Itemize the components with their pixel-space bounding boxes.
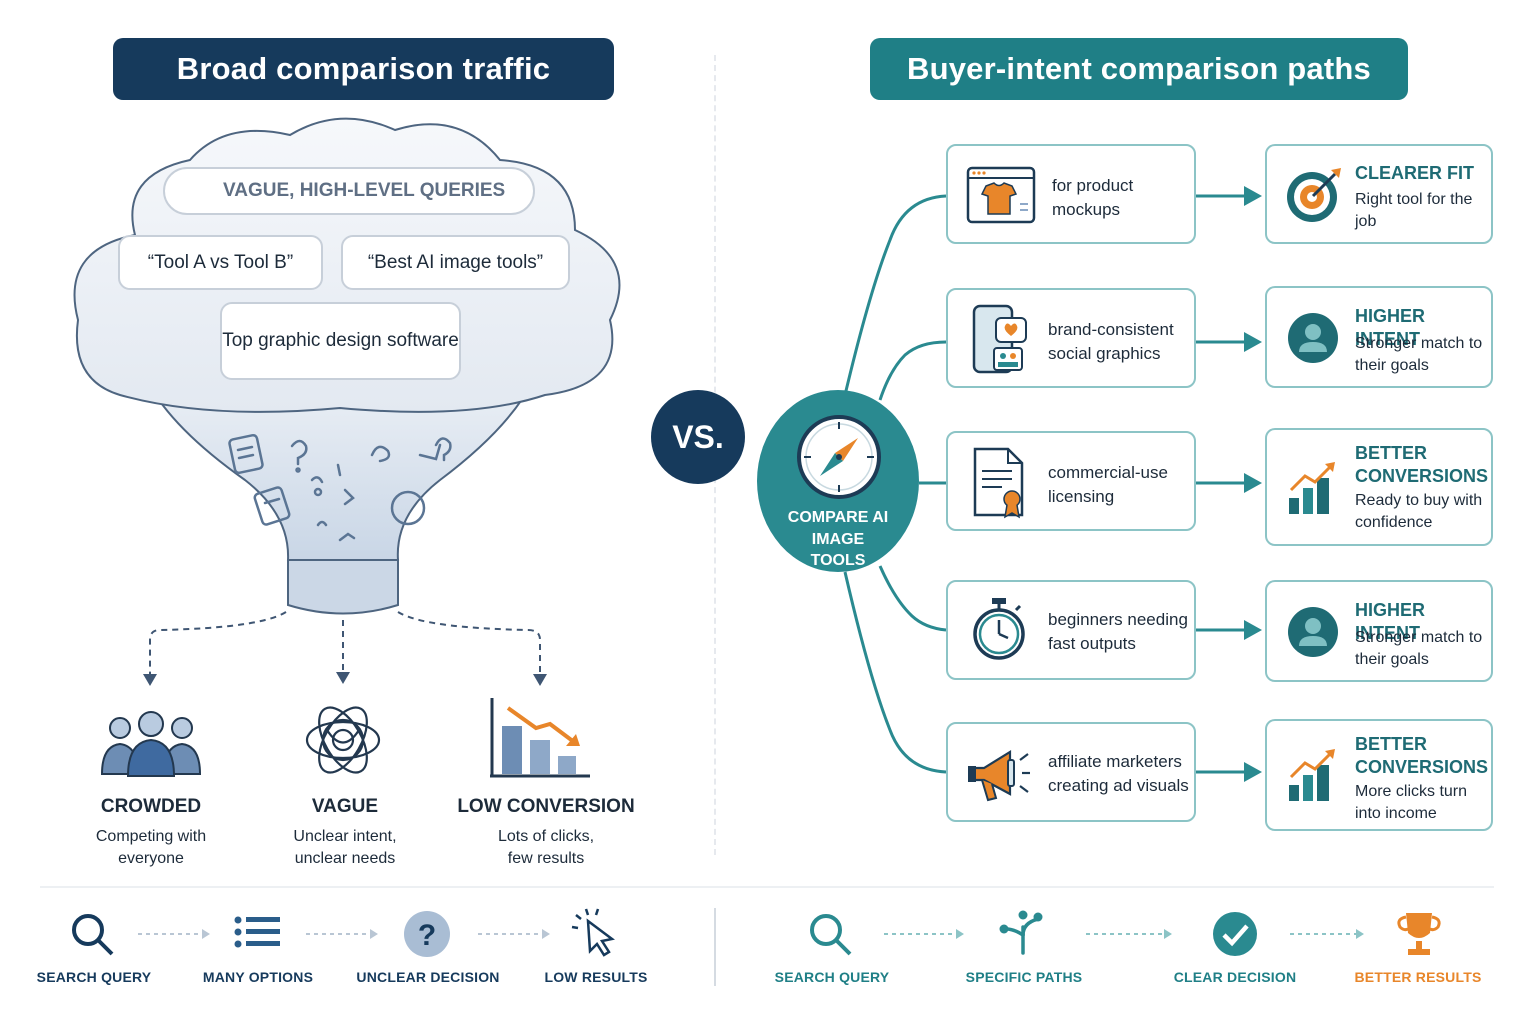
outcome-vague-title: VAGUE [311,796,379,817]
query-top-design-software: Top graphic design software [220,302,461,380]
query-tool-a-vs-b: “Tool A vs Tool B” [118,235,323,290]
target-icon [1287,168,1341,222]
bottom-divider [40,886,1494,888]
flow-right-better-results: BETTER RESULTS [1354,969,1482,985]
tshirt-mockup-icon [966,166,1036,224]
crowd-icon [100,711,202,777]
bottom-flow-icons: ? [72,908,1441,957]
result-desc: Stronger match to their goals [1355,629,1483,669]
vs-badge: VS. [651,390,745,484]
result-better-conversions-2: BETTER CONVERSIONS More clicks turn into… [1265,719,1493,831]
path-text-social: brand-consistent social graphics [1048,318,1188,366]
path-beginners: beginners needing fast outputs [946,580,1196,680]
license-document-icon [973,447,1024,519]
user-circle-icon [1288,607,1338,657]
result-title: HIGHER INTENT [1355,306,1426,350]
flow-left-low-results: LOW RESULTS [544,969,648,985]
path-label: brand-consistent social graphics [1048,320,1174,363]
user-circle-icon [1288,313,1338,363]
result-desc: Stronger match to their goals [1355,335,1483,375]
flow-right-clear-decision: CLEAR DECISION [1173,969,1297,985]
path-text-affiliate: affiliate marketers creating ad visuals [1048,750,1193,798]
path-label: commercial-use licensing [1048,463,1168,506]
result-title: BETTER CONVERSIONS [1355,734,1489,778]
flow-right-search-query: SEARCH QUERY [774,969,890,985]
svg-text:?: ? [418,919,436,952]
buyer-intent-title: Buyer-intent comparison paths [870,38,1408,100]
result-higher-intent-1: HIGHER INTENT Stronger match to their go… [1265,286,1493,388]
result-clearer-fit: CLEARER FIT Right tool for the job [1265,144,1493,244]
tangle-icon [305,706,381,774]
megaphone-icon [968,750,1030,802]
growth-chart-icon [1289,749,1335,801]
growth-chart-icon [1289,462,1335,514]
path-text-licensing: commercial-use licensing [1048,461,1183,509]
outcome-crowded-title: CROWDED [100,796,202,817]
path-text-beginners: beginners needing fast outputs [1048,608,1193,656]
outcome-vague-desc: Unclear intent, unclear needs [293,828,397,868]
flow-right-specific-paths: SPECIFIC PATHS [965,969,1083,985]
outcome-crowded-desc: Competing with everyone [95,828,207,868]
path-text-mockups: for product mockups [1052,174,1182,222]
query-best-ai-tools: “Best AI image tools” [341,235,570,290]
result-higher-intent-2: HIGHER INTENT Stronger match to their go… [1265,580,1493,682]
path-social-graphics: brand-consistent social graphics [946,288,1196,388]
result-title: CLEARER FIT [1355,163,1474,183]
vague-queries-search-bar: VAGUE, HIGH-LEVEL QUERIES [163,167,535,215]
flow-left-unclear-decision: UNCLEAR DECISION [356,969,500,985]
flow-left-many-options: MANY OPTIONS [202,969,314,985]
path-label: affiliate marketers creating ad visuals [1048,752,1189,795]
result-better-conversions-1: BETTER CONVERSIONS Ready to buy with con… [1265,428,1493,546]
path-affiliate-marketers: affiliate marketers creating ad visuals [946,722,1196,822]
outcome-low-conversion-desc: Lots of clicks, few results [497,828,595,868]
declining-chart-icon [490,698,590,778]
path-label: for product mockups [1052,176,1134,219]
compare-hub-label: COMPARE AI IMAGE TOOLS [787,509,889,570]
phone-social-icon [972,304,1027,374]
path-label: beginners needing fast outputs [1048,610,1188,653]
result-desc: Ready to buy with confidence [1355,492,1483,532]
flow-divider [714,908,716,986]
path-product-mockups: for product mockups [946,144,1196,244]
result-desc: More clicks turn into income [1355,783,1468,823]
result-title: BETTER CONVERSIONS [1355,443,1489,487]
flow-left-search-query: SEARCH QUERY [36,969,152,985]
stopwatch-icon [973,598,1025,660]
outcome-low-conversion-title: LOW CONVERSION [457,796,635,817]
broad-traffic-title: Broad comparison traffic [113,38,614,100]
path-commercial-licensing: commercial-use licensing [946,431,1196,531]
result-desc: Right tool for the job [1355,191,1473,231]
result-title: HIGHER INTENT [1355,600,1426,644]
compass-icon [797,415,881,499]
